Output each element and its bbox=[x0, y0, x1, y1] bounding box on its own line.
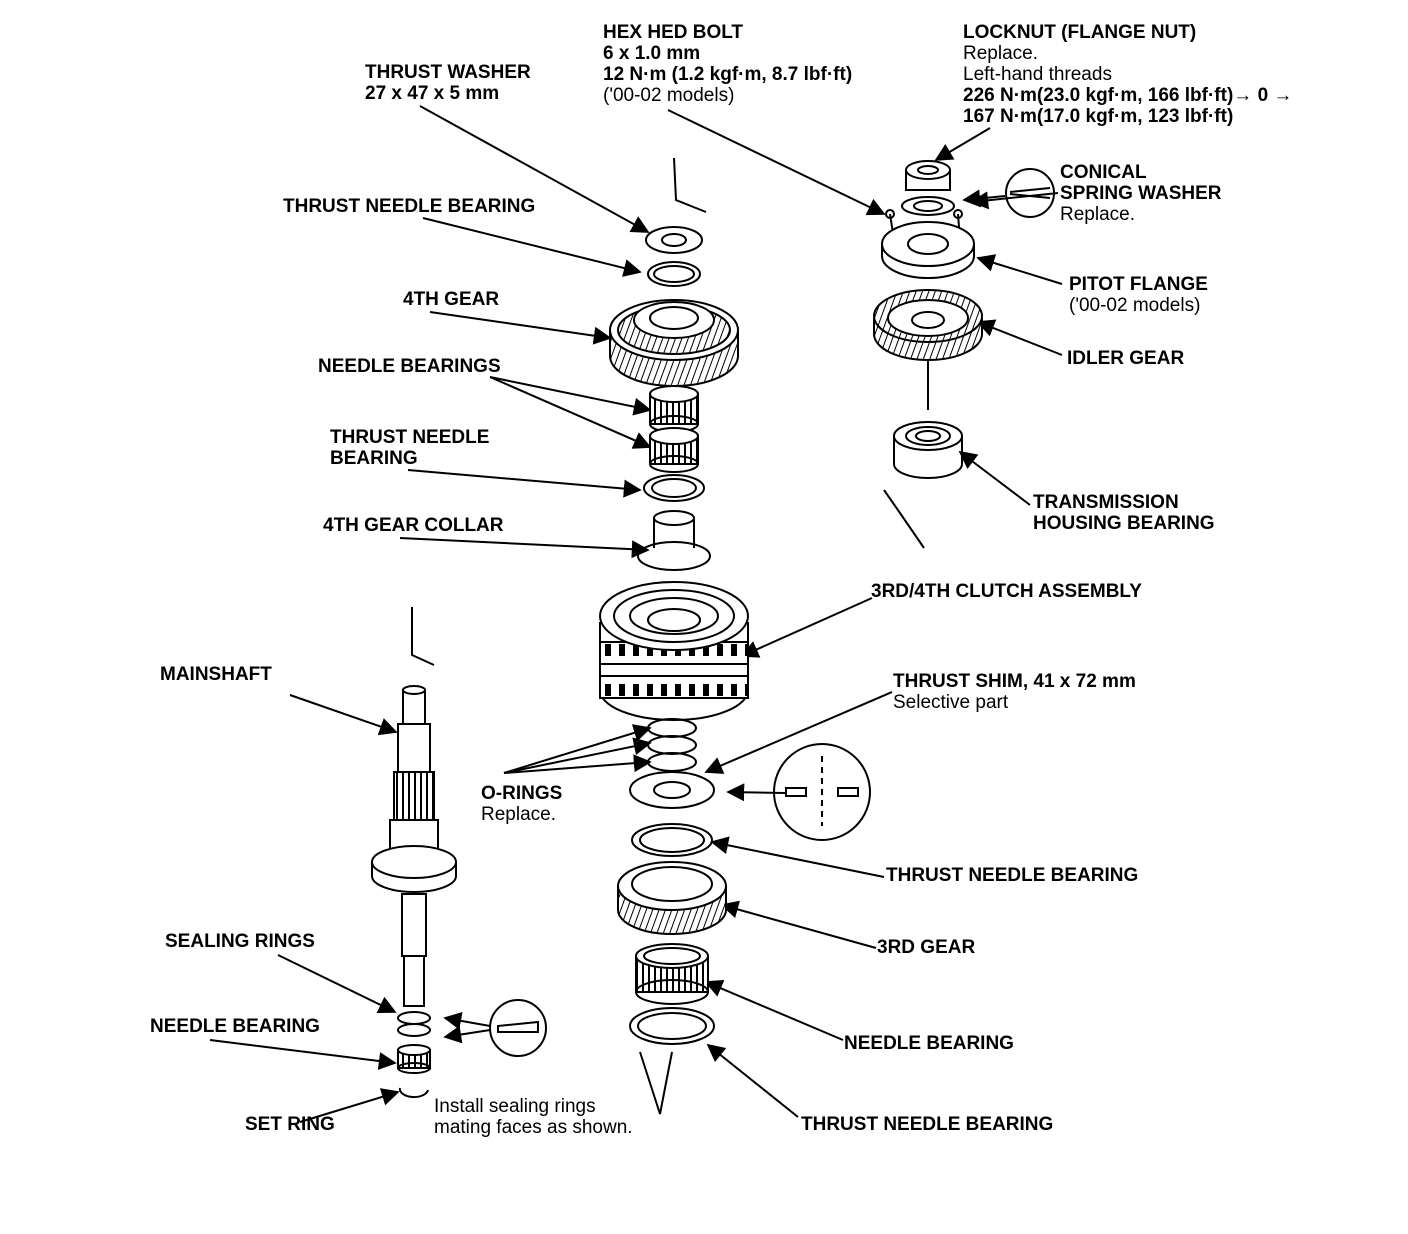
conical-washer-part bbox=[901, 196, 955, 216]
fourth-gear-part bbox=[609, 299, 739, 387]
needle-bearing-upper-part bbox=[649, 385, 699, 433]
third-gear-label: 3RD GEAR bbox=[877, 937, 976, 958]
thrust-needle-bearing-bottom-label: THRUST NEEDLE BEARING bbox=[801, 1114, 1054, 1135]
fourth-gear-collar-label: 4TH GEAR COLLAR bbox=[323, 515, 504, 536]
thrust-needle-bearing-top-label: THRUST NEEDLE BEARING bbox=[283, 196, 536, 217]
pointer-lines bbox=[411, 157, 929, 1115]
needle-bearing-right-part bbox=[635, 943, 709, 1005]
conical-washer-label: CONICAL SPRING WASHER Replace. bbox=[1060, 162, 1222, 225]
thrust-washer-label: THRUST WASHER 27 x 47 x 5 mm bbox=[365, 62, 531, 104]
set-ring-part bbox=[398, 1087, 429, 1099]
needle-bearing-left-label: NEEDLE BEARING bbox=[150, 1016, 320, 1037]
thrust-shim-title: THRUST SHIM, 41 x 72 mm bbox=[893, 671, 1136, 692]
pitot-flange-label: PITOT FLANGE ('00-02 models) bbox=[1069, 274, 1208, 316]
set-ring-label: SET RING bbox=[245, 1114, 335, 1135]
fourth-gear-collar-part bbox=[637, 510, 711, 571]
locknut-title: LOCKNUT (FLANGE NUT) bbox=[963, 22, 1197, 43]
pitot-flange-part bbox=[881, 221, 975, 279]
locknut-threads: Left-hand threads bbox=[963, 64, 1112, 85]
clutch-assembly-part bbox=[599, 581, 749, 721]
thrust-needle-bearing-2-label: THRUST NEEDLE BEARING bbox=[330, 427, 490, 469]
thrust-needle-bearing-bottom-part bbox=[629, 1007, 715, 1045]
hex-bolt-torque: 12 N·m (1.2 kgf·m, 8.7 lbf·ft) bbox=[603, 64, 853, 85]
leader-lines bbox=[209, 105, 1063, 1123]
transmission-housing-bearing-label: TRANSMISSION HOUSING BEARING bbox=[1033, 492, 1215, 534]
conical-washer-line-2: SPRING WASHER bbox=[1060, 183, 1222, 204]
housing-bearing-part bbox=[893, 421, 963, 479]
thrust-needle-bearing-top-part bbox=[647, 261, 701, 287]
conical-washer-replace: Replace. bbox=[1060, 204, 1135, 225]
hex-bolt-models: ('00-02 models) bbox=[603, 85, 735, 106]
o-rings-label: O-RINGS Replace. bbox=[481, 783, 562, 825]
needle-bearing-right-label: NEEDLE BEARING bbox=[844, 1033, 1014, 1054]
idler-gear-label: IDLER GEAR bbox=[1067, 348, 1185, 369]
thrust-shim-detail bbox=[773, 743, 871, 841]
hex-bolt-size: 6 x 1.0 mm bbox=[603, 43, 701, 64]
thrust-needle-bearing-2-part bbox=[643, 474, 705, 502]
locknut-replace: Replace. bbox=[963, 43, 1038, 64]
o-rings-replace: Replace. bbox=[481, 804, 556, 825]
thrust-shim-part bbox=[629, 771, 715, 809]
locknut-torque-2: 167 N·m(17.0 kgf·m, 123 lbf·ft) bbox=[963, 106, 1234, 127]
sealing-ring-detail bbox=[489, 999, 547, 1057]
mainshaft-part bbox=[371, 685, 457, 1007]
needle-bearings-label: NEEDLE BEARINGS bbox=[318, 356, 501, 377]
needle-bearing-left-part bbox=[397, 1044, 431, 1074]
locknut-part bbox=[905, 160, 951, 191]
o-rings-title: O-RINGS bbox=[481, 783, 563, 804]
conical-washer-detail bbox=[1005, 168, 1055, 218]
install-note-label: Install sealing rings mating faces as sh… bbox=[434, 1096, 633, 1138]
thrust-needle-bearing-3-label: THRUST NEEDLE BEARING bbox=[886, 865, 1139, 886]
idler-gear-part bbox=[873, 289, 983, 361]
pitot-flange-title: PITOT FLANGE bbox=[1069, 274, 1208, 295]
hex-bolt-title: HEX HED BOLT bbox=[603, 22, 744, 43]
sealing-rings-part bbox=[397, 1011, 431, 1037]
conical-washer-line-1: CONICAL bbox=[1060, 162, 1147, 183]
needle-bearing-lower-part bbox=[649, 427, 699, 473]
o-rings-part bbox=[647, 718, 697, 772]
locknut-label: LOCKNUT (FLANGE NUT) Replace. Left-hand … bbox=[963, 22, 1292, 127]
locknut-torque-1: 226 N·m(23.0 kgf·m, 166 lbf·ft)→ 0 → bbox=[963, 85, 1293, 106]
thrust-washer-part bbox=[645, 226, 703, 254]
hex-bolt-label: HEX HED BOLT 6 x 1.0 mm 12 N·m (1.2 kgf·… bbox=[603, 22, 852, 106]
clutch-assembly-label: 3RD/4TH CLUTCH ASSEMBLY bbox=[871, 581, 1142, 602]
pitot-flange-models: ('00-02 models) bbox=[1069, 295, 1201, 316]
mainshaft-label: MAINSHAFT bbox=[160, 664, 272, 685]
thrust-shim-note: Selective part bbox=[893, 692, 1009, 713]
thrust-shim-label: THRUST SHIM, 41 x 72 mm Selective part bbox=[893, 671, 1136, 713]
sealing-rings-label: SEALING RINGS bbox=[165, 931, 315, 952]
thrust-washer-size: 27 x 47 x 5 mm bbox=[365, 83, 500, 104]
thrust-washer-title: THRUST WASHER bbox=[365, 62, 531, 83]
thrust-needle-bearing-3-part bbox=[631, 823, 713, 857]
third-gear-part bbox=[617, 861, 727, 935]
fourth-gear-label: 4TH GEAR bbox=[403, 289, 500, 310]
